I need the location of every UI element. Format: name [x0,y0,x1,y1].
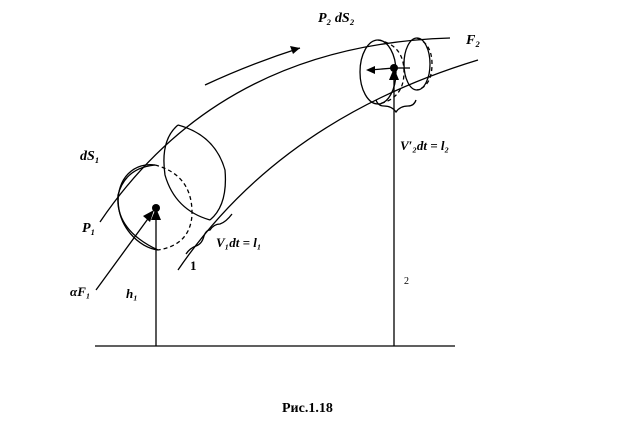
label-h1: h₁ [126,286,138,301]
figure-caption: Рис.1.18 [282,401,333,416]
flow-arrowhead [290,46,300,54]
label-v1-eq: V₁dt = l₁ [216,235,261,250]
flow-direction-arrow [204,47,301,86]
label-v2-eq: V′₂dt = l₂ [400,138,449,153]
brace-section-2 [375,99,417,114]
af1-arrowhead [143,210,154,222]
label-2: 2 [404,276,409,287]
label-1: 1 [190,258,197,273]
cross-section-1 [117,124,227,251]
height-arrowhead-1 [151,208,161,220]
label-ds1: dS₁ [80,149,100,164]
label-p2-ds2: P₂ dS₂ [318,11,355,26]
label-f2: F₂ [465,33,480,48]
brace-section-1 [185,213,233,255]
height-arrowhead-2 [389,68,399,80]
label-af1: αF₁ [70,284,90,299]
force-arrowhead-2 [366,66,375,74]
af1-arrow [95,215,151,291]
label-p1: P₁ [82,221,95,236]
streamtube-upper-boundary [99,37,451,223]
